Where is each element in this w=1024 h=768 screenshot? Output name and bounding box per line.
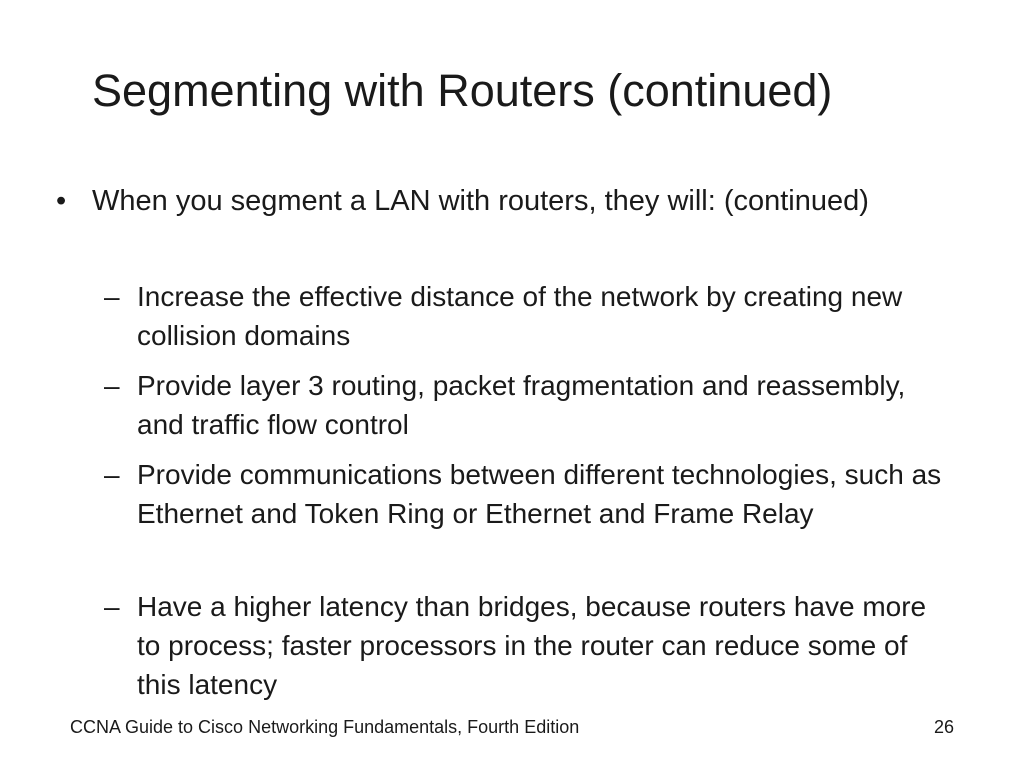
page-number: 26 <box>933 717 954 737</box>
sub-bullet-text: Increase the effective distance of the n… <box>137 281 903 351</box>
sub-bullet-item: – Increase the effective distance of the… <box>104 277 964 355</box>
sub-bullet-text: Provide layer 3 routing, packet fragment… <box>137 370 906 440</box>
slide-title: Segmenting with Routers (continued) <box>92 65 833 116</box>
sub-bullet-marker: – <box>104 459 120 490</box>
sub-bullet-marker: – <box>104 370 120 401</box>
bullet-item: • When you segment a LAN with routers, t… <box>56 181 956 221</box>
footer-source: CCNA Guide to Cisco Networking Fundament… <box>70 717 580 737</box>
sub-bullet-item: – Provide communications between differe… <box>104 455 964 533</box>
bullet-marker: • <box>56 185 67 217</box>
sub-bullet-marker: – <box>104 591 120 622</box>
sub-bullet-marker: – <box>104 281 120 312</box>
sub-bullet-text: Provide communications between different… <box>137 459 942 529</box>
bullet-text: When you segment a LAN with routers, the… <box>92 185 869 217</box>
sub-bullet-item: – Provide layer 3 routing, packet fragme… <box>104 366 964 444</box>
sub-bullet-item: – Have a higher latency than bridges, be… <box>104 587 964 704</box>
sub-bullet-text: Have a higher latency than bridges, beca… <box>137 591 927 700</box>
